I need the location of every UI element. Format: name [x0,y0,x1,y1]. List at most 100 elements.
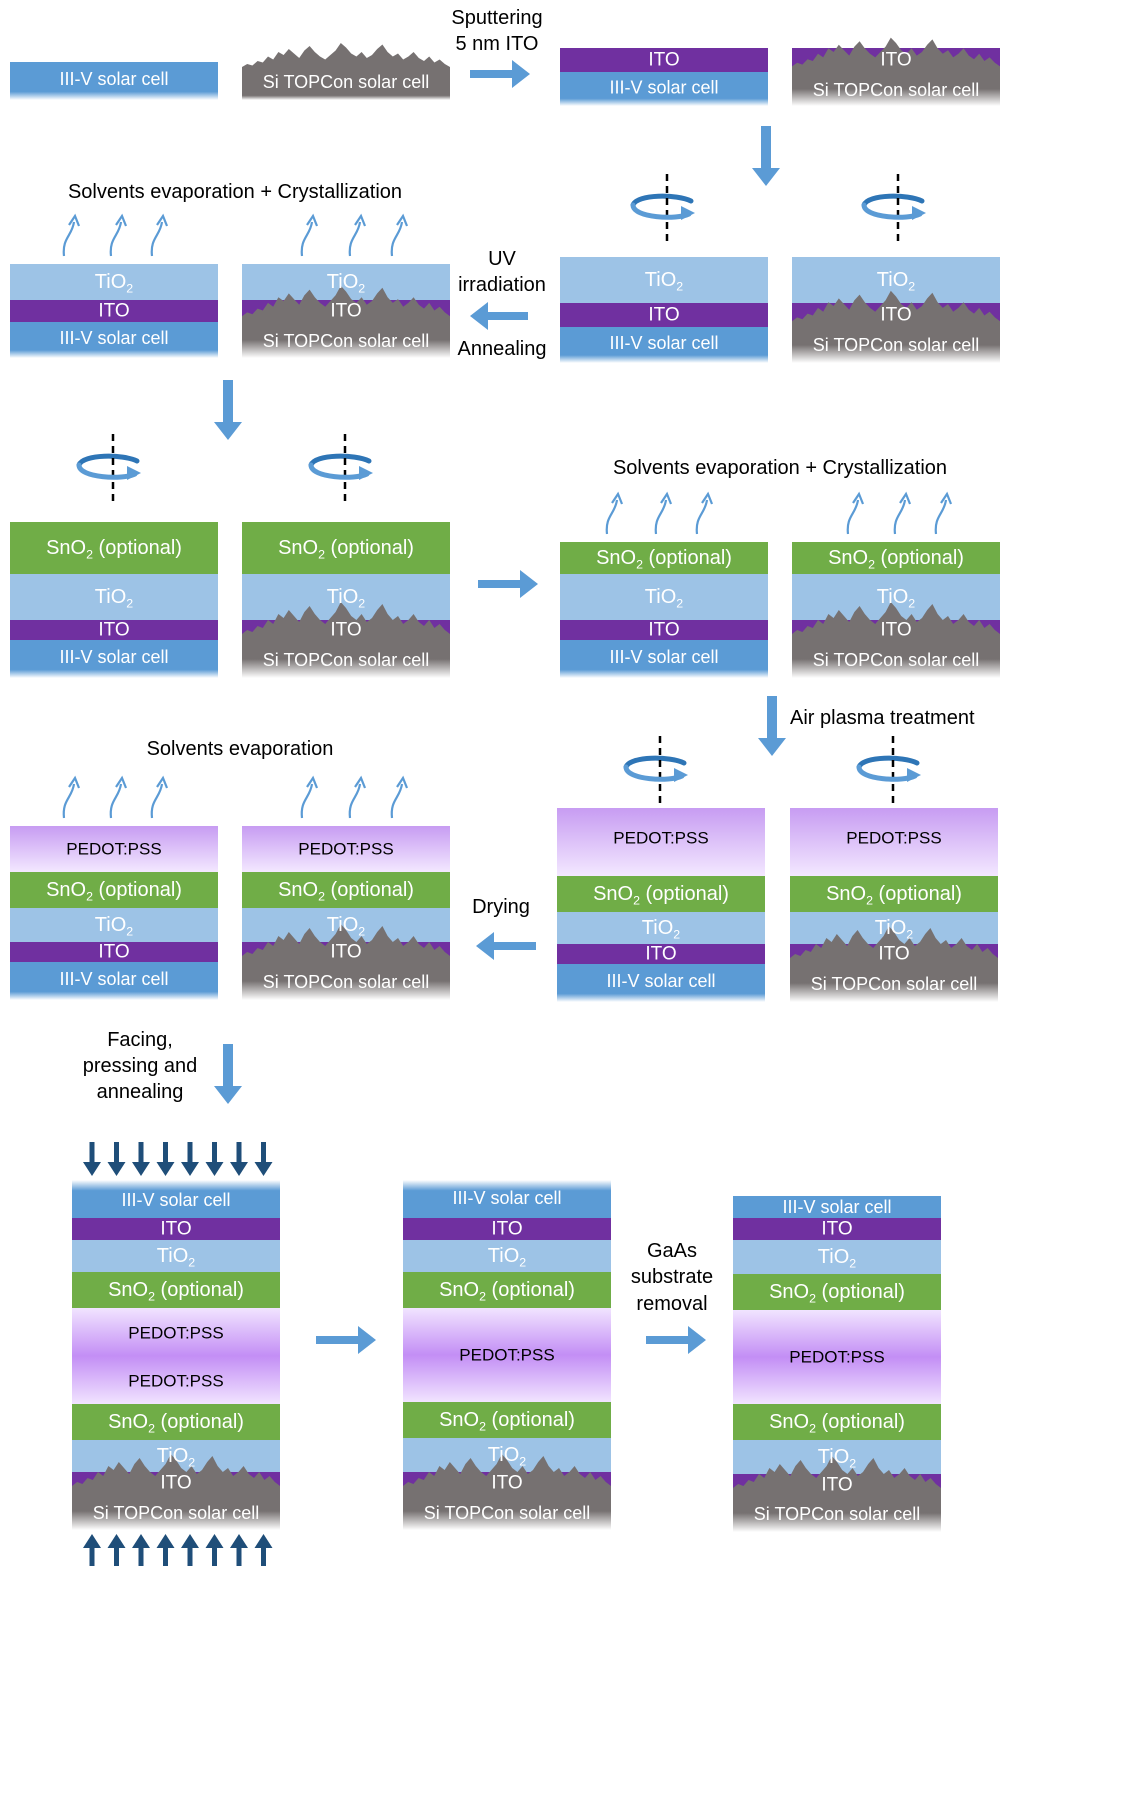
si-topcon-layer [242,285,450,358]
vapour-arrow-icon [348,213,367,257]
pedot-pss-label: PEDOT:PSS [128,1372,223,1391]
tio2-label: TiO2 [327,586,365,610]
ito-label: ITO [491,1219,522,1240]
vapour-arrow-icon [390,213,409,257]
step-label-facing: Facing, [107,1029,173,1051]
si-topcon-label: Si TOPCon solar cell [263,650,429,670]
spin-coater-icon [630,174,695,242]
iii-v-solar-cell-layer [10,322,218,358]
vapour-arrow-icon [654,491,673,535]
iii-v-label: III-V solar cell [609,77,718,97]
tio2-label: TiO2 [488,1444,526,1468]
ito-label: ITO [98,942,129,963]
vapour-arrow-icon [300,775,319,819]
iii-v-label: III-V solar cell [59,969,168,989]
sno2-label: SnO2 (optional) [826,883,962,907]
pedot-pss-label: PEDOT:PSS [298,840,393,859]
sno2-label: SnO2 (optional) [769,1411,905,1435]
tio2-layer [10,574,218,620]
step-label-gaas: GaAs [647,1240,697,1262]
step-label-uv: UV [488,248,516,270]
iii-v-label: III-V solar cell [59,647,168,667]
sno2-label: SnO2 (optional) [439,1279,575,1303]
process-arrow-right [478,570,538,598]
iii-v-solar-cell-layer [560,72,768,106]
iii-v-solar-cell-layer [557,964,765,1002]
ito-layer [10,620,218,640]
si-topcon-layer [403,1454,611,1530]
sno2-label: SnO2 (optional) [46,537,182,561]
tio2-layer [10,264,218,300]
sno2-layer [790,876,998,912]
vapour-arrow-icon [348,775,367,819]
si-topcon-label: Si TOPCon solar cell [263,331,429,351]
pedot-pss-label: PEDOT:PSS [66,840,161,859]
press-arrow-up [205,1534,224,1566]
vapour-arrow-icon [605,491,624,535]
tio2-layer [560,257,768,303]
pedot-pss-layer [242,826,450,872]
ito-layer [733,1218,941,1240]
press-arrow-down [254,1142,273,1176]
iii-v-solar-cell-layer [10,62,218,100]
tio2-label: TiO2 [877,269,915,293]
si-topcon-layer [790,926,998,1002]
ito-label: ITO [160,1473,191,1494]
sno2-layer [72,1272,280,1308]
tio2-label: TiO2 [327,914,365,938]
tio2-layer [733,1240,941,1274]
step-label-facing: annealing [97,1081,184,1103]
process-arrow-anneal [470,302,528,330]
step-label-gaas: substrate [631,1266,713,1288]
iii-v-label: III-V solar cell [59,69,168,89]
iii-v-label: III-V solar cell [782,1197,891,1217]
si-topcon-layer [242,924,450,1000]
si-topcon-label: Si TOPCon solar cell [263,72,429,92]
sno2-label: SnO2 (optional) [596,547,732,571]
step-label-plasma: Air plasma treatment [790,707,975,729]
ito-layer [557,944,765,964]
iii-v-solar-cell-layer [560,640,768,678]
press-arrow-up [156,1534,175,1566]
si-topcon-layer [792,290,1000,363]
pedot-pss-label: PEDOT:PSS [128,1324,223,1343]
tio2-label: TiO2 [875,917,913,941]
sno2-label: SnO2 (optional) [769,1281,905,1305]
ito-layer [560,620,768,640]
sno2-label: SnO2 (optional) [108,1411,244,1435]
iii-v-solar-cell-layer [560,327,768,363]
process-arrow-gaas-removal [646,1326,706,1354]
ito-label: ITO [648,620,679,641]
process-arrow-right [316,1326,376,1354]
tio2-label: TiO2 [645,586,683,610]
ito-label: ITO [880,620,911,641]
si-topcon-layer [792,37,1000,106]
vapour-arrow-icon [109,213,128,257]
sno2-label: SnO2 (optional) [828,547,964,571]
pedot-pss-label: PEDOT:PSS [789,1348,884,1367]
step-label-facing: pressing and [83,1055,198,1077]
si-topcon-layer [72,1454,280,1530]
ito-layer [560,303,768,327]
ito-label: ITO [648,305,679,326]
spin-coater-icon [861,174,926,242]
ito-layer [560,48,768,72]
ito-label: ITO [880,50,911,71]
sno2-label: SnO2 (optional) [108,1279,244,1303]
ito-layer [72,1218,280,1240]
tio2-layer [403,1240,611,1272]
sno2-layer [403,1402,611,1438]
tio2-layer [560,574,768,620]
ito-label: ITO [98,620,129,641]
tio2-label: TiO2 [157,1245,195,1269]
step-label-evaporation: Solvents evaporation [147,738,334,760]
vapour-arrow-icon [893,491,912,535]
pedot-pss-layer [403,1308,611,1402]
vapour-arrow-icon [695,491,714,535]
tio2-layer [10,908,218,942]
tio2-label: TiO2 [95,914,133,938]
si-topcon-layer [792,602,1000,678]
spin-coater-icon [76,434,141,502]
